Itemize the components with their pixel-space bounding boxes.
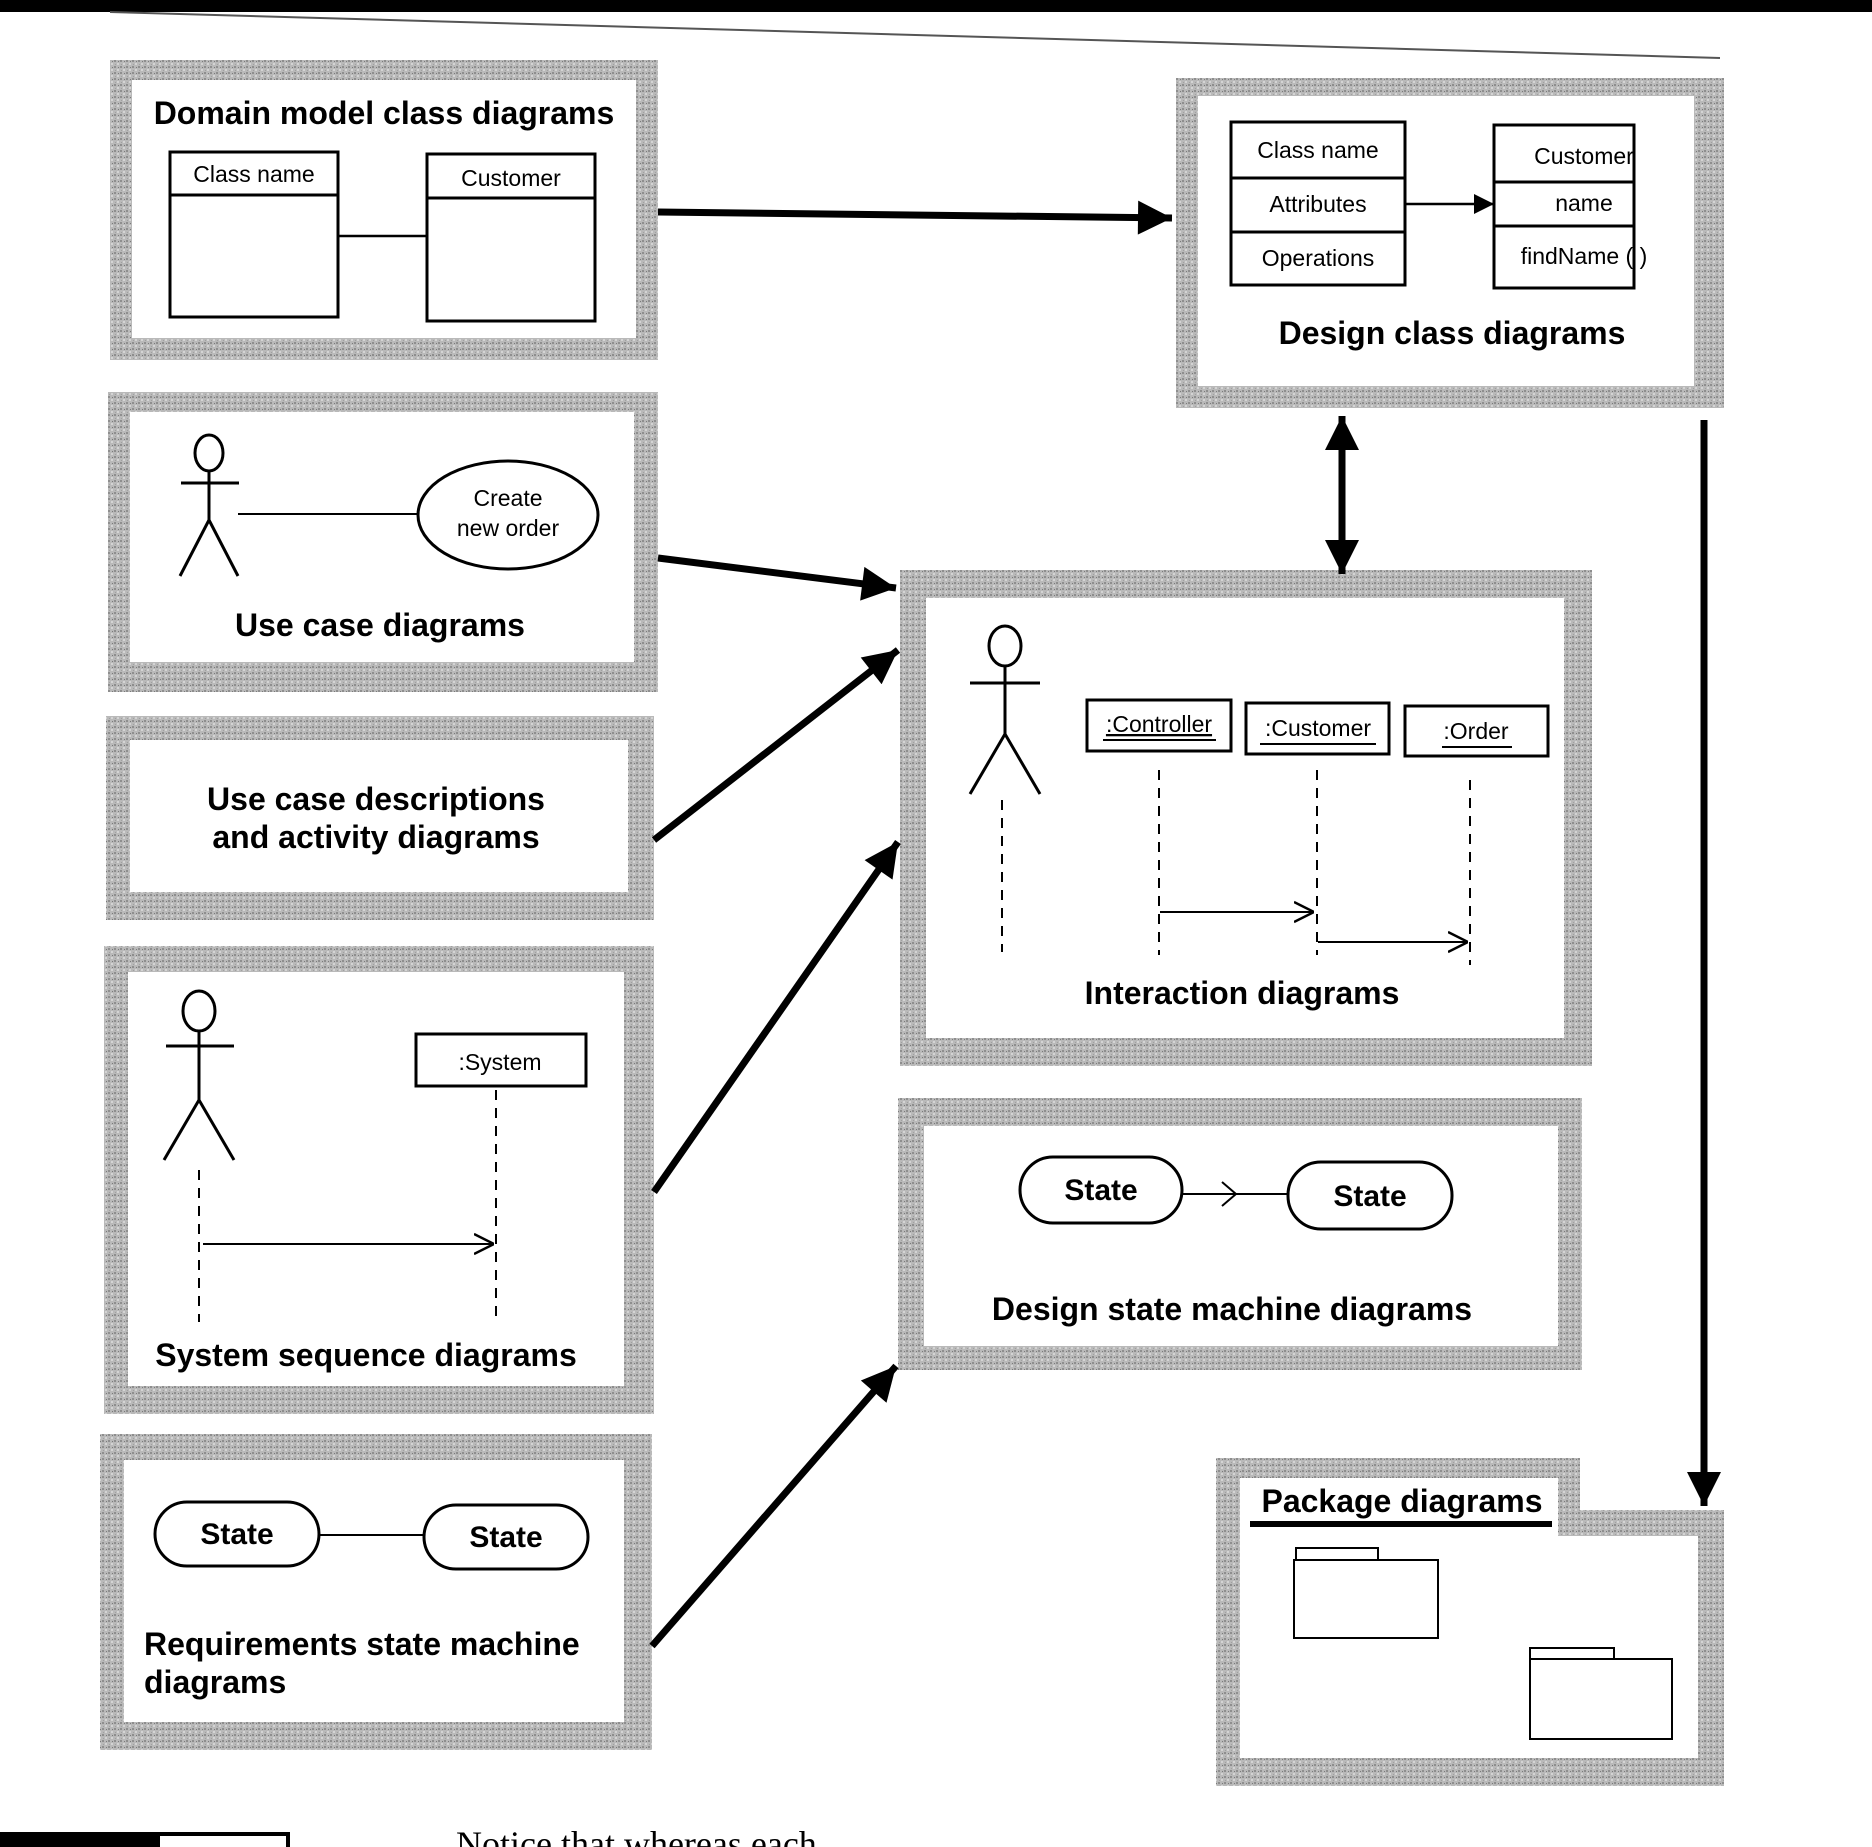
design-right-row-3: findName ( ) bbox=[1521, 243, 1648, 269]
controller-object-label: :Controller bbox=[1106, 711, 1212, 737]
req-state-title-line1: Requirements state machine bbox=[144, 1626, 580, 1662]
requirements-state-panel: State State Requirements state machine d… bbox=[100, 1434, 652, 1750]
class-box-2 bbox=[425, 152, 597, 323]
design-right-row-2: name bbox=[1555, 190, 1613, 216]
class-box-1 bbox=[168, 150, 340, 319]
use-case-ellipse-line1: Create bbox=[473, 485, 542, 511]
class-box-1-label: Class name bbox=[193, 161, 314, 187]
use-case-desc-line1: Use case descriptions bbox=[207, 781, 545, 817]
use-case-panel: Create new order Use case diagrams bbox=[108, 392, 658, 692]
req-state-1-label: State bbox=[200, 1518, 273, 1551]
design-state-2 bbox=[1286, 1160, 1454, 1231]
footer-text: Notice that whereas each bbox=[456, 1824, 817, 1847]
arrow-domain-to-design-class bbox=[657, 200, 1173, 235]
use-case-desc-line2: and activity diagrams bbox=[212, 819, 539, 855]
folder-icon bbox=[1293, 1547, 1439, 1639]
system-object-box bbox=[414, 1032, 588, 1088]
design-class-box-right bbox=[1492, 123, 1636, 290]
domain-model-panel: Domain model class diagrams Class name C… bbox=[110, 60, 658, 360]
arrow-usecase-desc-to-interaction bbox=[651, 647, 901, 843]
design-class-box-left bbox=[1229, 120, 1407, 287]
domain-model-title: Domain model class diagrams bbox=[154, 95, 615, 131]
interaction-title: Interaction diagrams bbox=[1085, 975, 1400, 1011]
arrow-ssd-to-interaction bbox=[651, 839, 901, 1195]
package-title: Package diagrams bbox=[1261, 1483, 1542, 1519]
design-class-title: Design class diagrams bbox=[1279, 315, 1626, 351]
design-right-row-1: Customer bbox=[1534, 143, 1634, 169]
design-left-row-3: Operations bbox=[1262, 245, 1375, 271]
design-state-1 bbox=[1018, 1155, 1184, 1225]
use-case-ellipse bbox=[416, 459, 600, 571]
class-box-2-label: Customer bbox=[461, 165, 561, 191]
arrow-usecase-to-interaction bbox=[657, 554, 897, 601]
customer-object-label: :Customer bbox=[1265, 715, 1371, 741]
req-state-title-line2: diagrams bbox=[144, 1664, 286, 1700]
use-case-desc-panel: Use case descriptions and activity diagr… bbox=[106, 716, 654, 920]
flow-arrows bbox=[649, 200, 1721, 1649]
design-state-2-label: State bbox=[1333, 1180, 1406, 1213]
use-case-ellipse-line2: new order bbox=[457, 515, 560, 541]
design-state-title: Design state machine diagrams bbox=[992, 1291, 1472, 1327]
interaction-panel: :Controller :Customer :Order Interaction… bbox=[900, 570, 1592, 1066]
design-left-row-1: Class name bbox=[1257, 137, 1378, 163]
req-state-2-label: State bbox=[469, 1521, 542, 1554]
actor-icon bbox=[162, 989, 236, 1161]
top-border bbox=[0, 0, 1872, 12]
system-object-label: :System bbox=[458, 1049, 541, 1075]
controller-object-box bbox=[1085, 698, 1233, 753]
scan-line bbox=[109, 11, 1721, 59]
actor-icon bbox=[178, 433, 240, 577]
design-left-row-2: Attributes bbox=[1269, 191, 1366, 217]
req-state-2 bbox=[422, 1503, 590, 1571]
design-state-1-label: State bbox=[1064, 1174, 1137, 1207]
system-sequence-title: System sequence diagrams bbox=[155, 1337, 577, 1373]
design-state-panel: State State Design state machine diagram… bbox=[898, 1098, 1582, 1370]
folder-icon bbox=[1529, 1647, 1673, 1740]
system-sequence-panel: :System System sequence diagrams bbox=[104, 946, 654, 1414]
package-panel: Package diagrams bbox=[1216, 1458, 1724, 1786]
footer: Notice that whereas each bbox=[0, 1824, 817, 1847]
design-state-arrowhead bbox=[1221, 1181, 1238, 1207]
actor-icon bbox=[968, 624, 1042, 795]
customer-object-box bbox=[1244, 701, 1391, 756]
arrow-req-state-to-design-state bbox=[649, 1363, 899, 1649]
design-class-panel: Class name Attributes Operations Custome… bbox=[1176, 78, 1724, 408]
order-object-label: :Order bbox=[1443, 718, 1509, 744]
use-case-title: Use case diagrams bbox=[235, 607, 525, 643]
